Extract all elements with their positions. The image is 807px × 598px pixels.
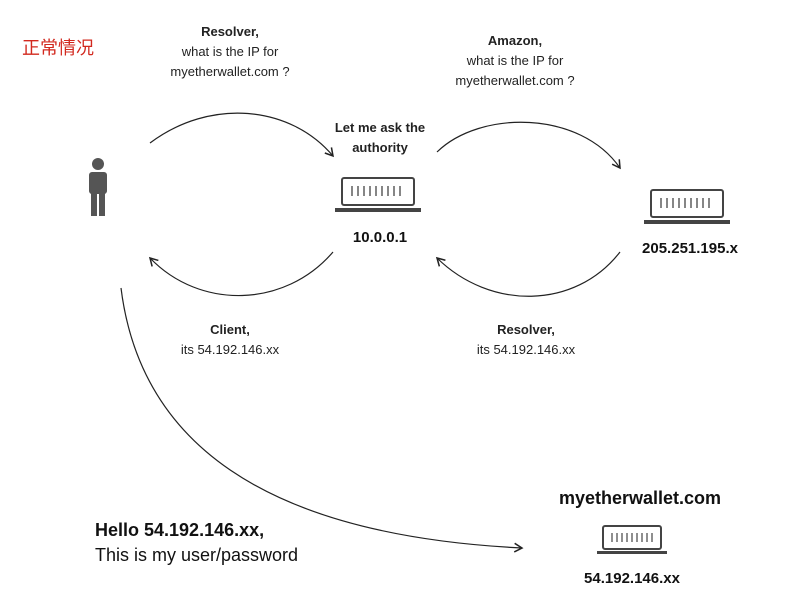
page-title: 正常情况 xyxy=(22,38,94,59)
reply-to-resolver-addressee: Resolver, xyxy=(497,322,555,337)
resolver-ip: 10.0.0.1 xyxy=(352,229,408,246)
server-icon xyxy=(597,525,667,554)
arrow-authority-to-resolver xyxy=(435,251,621,297)
hello-line: Hello 54.192.146.xx, xyxy=(95,520,265,540)
reply-to-resolver: Resolver, its 54.192.146.xx xyxy=(456,320,596,360)
server-icon xyxy=(335,177,421,212)
query-to-amazon-line2: myetherwallet.com ? xyxy=(455,73,575,88)
site-name: myetherwallet.com xyxy=(558,488,722,508)
authority-ip: 205.251.195.x xyxy=(642,240,738,257)
site-ip: 54.192.146.xx xyxy=(584,570,680,587)
query-to-amazon-addressee: Amazon, xyxy=(487,33,543,48)
arrow-resolver-to-authority xyxy=(436,121,621,170)
query-to-amazon: Amazon, what is the IP for myetherwallet… xyxy=(430,31,600,91)
reply-to-resolver-line: its 54.192.146.xx xyxy=(476,342,576,357)
query-to-resolver: Resolver, what is the IP for myetherwall… xyxy=(150,22,310,82)
reply-to-client: Client, its 54.192.146.xx xyxy=(160,320,300,360)
reply-to-client-addressee: Client, xyxy=(210,322,250,337)
ask-authority-note: Let me ask the authority xyxy=(312,118,448,158)
ask-authority-line1: Let me ask the xyxy=(334,120,426,135)
query-to-resolver-line1: what is the IP for xyxy=(181,44,279,59)
credentials-line: This is my user/password xyxy=(95,545,299,565)
ask-authority-line2: authority xyxy=(352,140,408,155)
person-icon xyxy=(89,158,107,216)
arrow-client-to-resolver xyxy=(149,112,334,158)
query-to-amazon-line1: what is the IP for xyxy=(466,53,564,68)
arrow-client-to-site xyxy=(120,287,524,553)
arrow-resolver-to-client xyxy=(148,251,334,297)
query-to-resolver-line2: myetherwallet.com ? xyxy=(170,64,290,79)
query-to-resolver-addressee: Resolver, xyxy=(201,24,259,39)
server-icon xyxy=(644,189,730,224)
reply-to-client-line: its 54.192.146.xx xyxy=(180,342,280,357)
